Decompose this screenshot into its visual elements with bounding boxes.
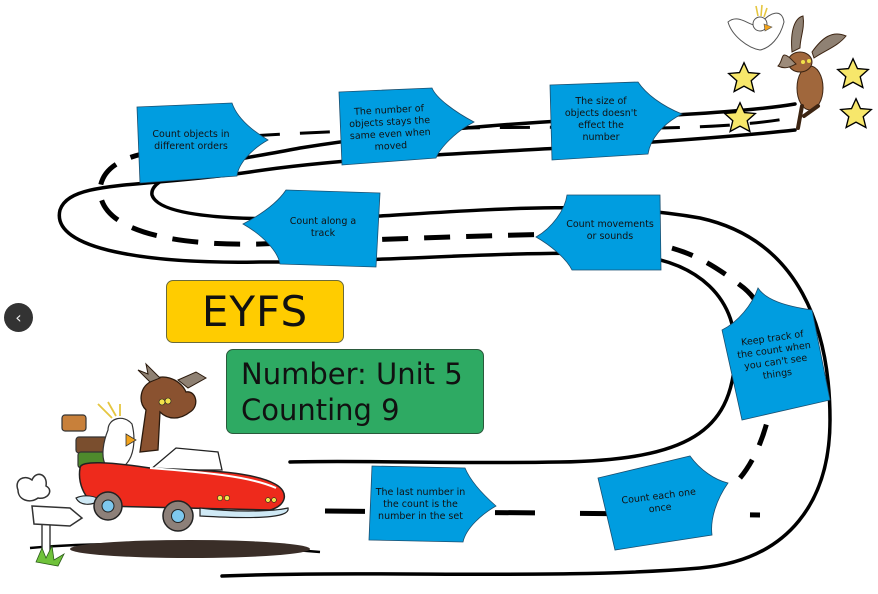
signpost-icon xyxy=(31,505,84,527)
red-car-illustration xyxy=(61,362,289,532)
chevron-left-icon: ‹ xyxy=(15,308,22,327)
sign-shape-step-2 xyxy=(368,465,497,543)
moose-driver-icon xyxy=(139,376,197,453)
topic-line: Counting 9 xyxy=(241,392,400,427)
finish-characters-illustration xyxy=(727,4,847,130)
star-icon xyxy=(727,61,761,93)
sign-shape-step-6 xyxy=(136,102,269,184)
car-windshield xyxy=(148,447,223,471)
dust-cloud-icon xyxy=(16,473,51,502)
moose-icon xyxy=(777,15,847,130)
grass-icon xyxy=(35,544,65,567)
sign-shape-step-1 xyxy=(597,455,729,551)
cockatoo-passenger-icon xyxy=(102,417,135,467)
star-icon xyxy=(723,101,757,133)
finish-stars xyxy=(723,57,873,133)
unit-line: Number: Unit 5 xyxy=(241,356,463,391)
cockatoo-icon xyxy=(727,4,785,51)
eyfs-title-box: EYFS xyxy=(166,280,344,343)
dashes-middle xyxy=(97,145,661,247)
car-wheel xyxy=(93,491,123,521)
track-signs xyxy=(136,81,831,551)
star-icon xyxy=(839,97,873,129)
sign-shape-step-8 xyxy=(549,81,683,161)
car-wheel xyxy=(162,500,194,532)
dashes-right-curve xyxy=(659,242,777,480)
car-shadow xyxy=(70,540,310,558)
car-bumper xyxy=(199,507,289,519)
sign-shape-step-4 xyxy=(535,194,662,271)
road-inner-edge-top xyxy=(57,128,797,465)
star-icon xyxy=(836,57,870,89)
back-button[interactable]: ‹ xyxy=(4,303,33,332)
start-signpost xyxy=(16,473,84,567)
sign-shape-step-3 xyxy=(721,287,831,421)
sign-shape-step-7 xyxy=(338,87,475,166)
unit-title-box: Number: Unit 5 Counting 9 xyxy=(226,349,484,434)
sign-shape-step-5 xyxy=(242,189,381,268)
eyfs-heading: EYFS xyxy=(201,287,309,336)
suitcase-icon xyxy=(61,414,87,432)
dashes-top xyxy=(249,116,791,138)
